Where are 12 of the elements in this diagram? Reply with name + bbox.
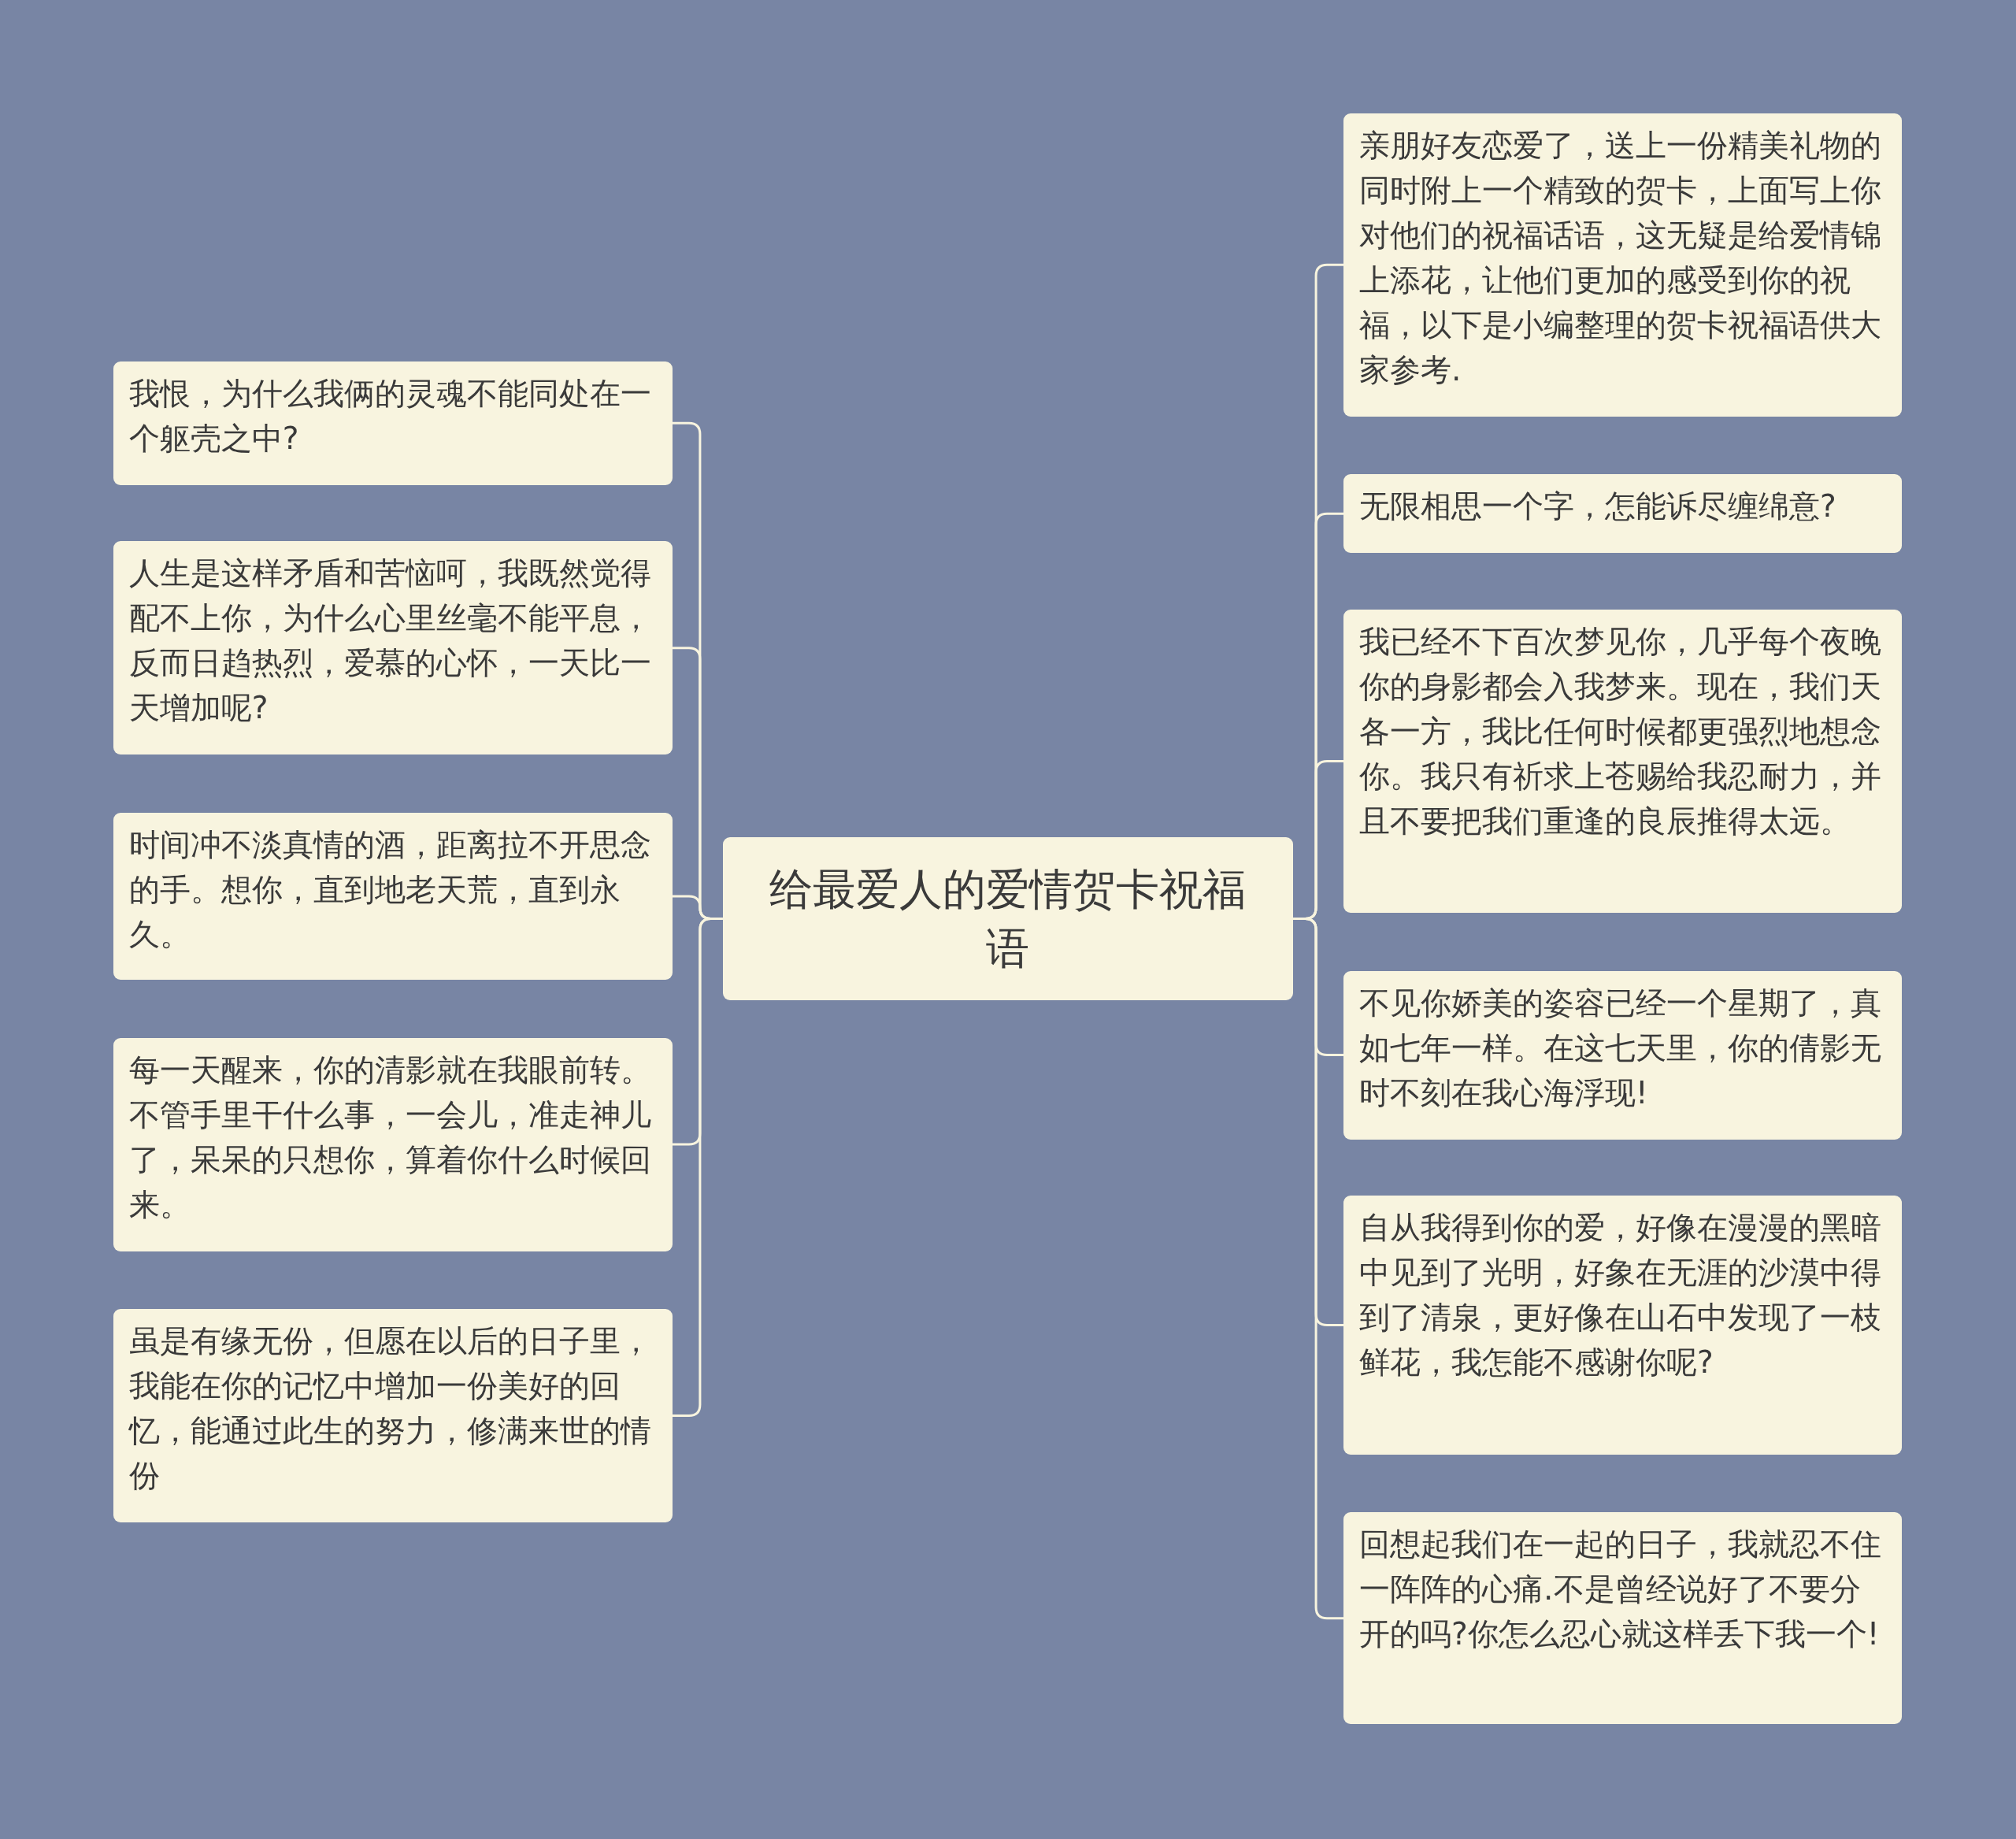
text-box: 自从我得到你的爱，好像在漫漫的黑暗中见到了光明，好象在无涯的沙漠中得到了清泉，更好像在山石中发现了一枝鲜花，我怎能不感谢你呢?	[1343, 1196, 1902, 1455]
text-box: 我恨，为什么我俩的灵魂不能同处在一个躯壳之中?	[113, 361, 673, 485]
text-box: 我已经不下百次梦见你，几乎每个夜晚你的身影都会入我梦来。现在，我们天各一方，我比任何时候都更强烈地想念你。我只有祈求上苍赐给我忍耐力，并且不要把我们重逢的良辰推得太远。	[1343, 609, 1902, 914]
text-box: 时间冲不淡真情的酒，距离拉不开思念的手。想你，直到地老天荒，直到永久。	[113, 812, 673, 981]
text-box: 无限相思一个字，怎能诉尽缠绵意?	[1343, 474, 1902, 553]
text-box: 每一天醒来，你的清影就在我眼前转。不管手里干什么事，一会儿，准走神儿了，呆呆的只想你，算着你什么时候回来。	[113, 1037, 673, 1251]
text-box: 亲朋好友恋爱了，送上一份精美礼物的同时附上一个精致的贺卡，上面写上你对他们的祝福话语，这无疑是给爱情锦上添花，让他们更加的感受到你的祝福，以下是小编整理的贺卡祝福语供大家参考.	[1343, 113, 1902, 417]
text-box: 不见你娇美的姿容已经一个星期了，真如七年一样。在这七天里，你的倩影无时不刻在我心海浮现!	[1343, 970, 1902, 1140]
text-box: 回想起我们在一起的日子，我就忍不住一阵阵的心痛.不是曾经说好了不要分开的吗?你怎么忍心就这样丢下我一个!	[1343, 1512, 1902, 1725]
topic-box: 给最爱人的爱情贺卡祝福语	[722, 836, 1294, 1001]
text-box: 虽是有缘无份，但愿在以后的日子里，我能在你的记忆中增加一份美好的回忆，能通过此生的努力，修满来世的情份	[113, 1309, 673, 1523]
text-box: 人生是这样矛盾和苦恼呵，我既然觉得配不上你，为什么心里丝毫不能平息，反而日趋热烈，爱慕的心怀，一天比一天增加呢?	[113, 541, 673, 755]
